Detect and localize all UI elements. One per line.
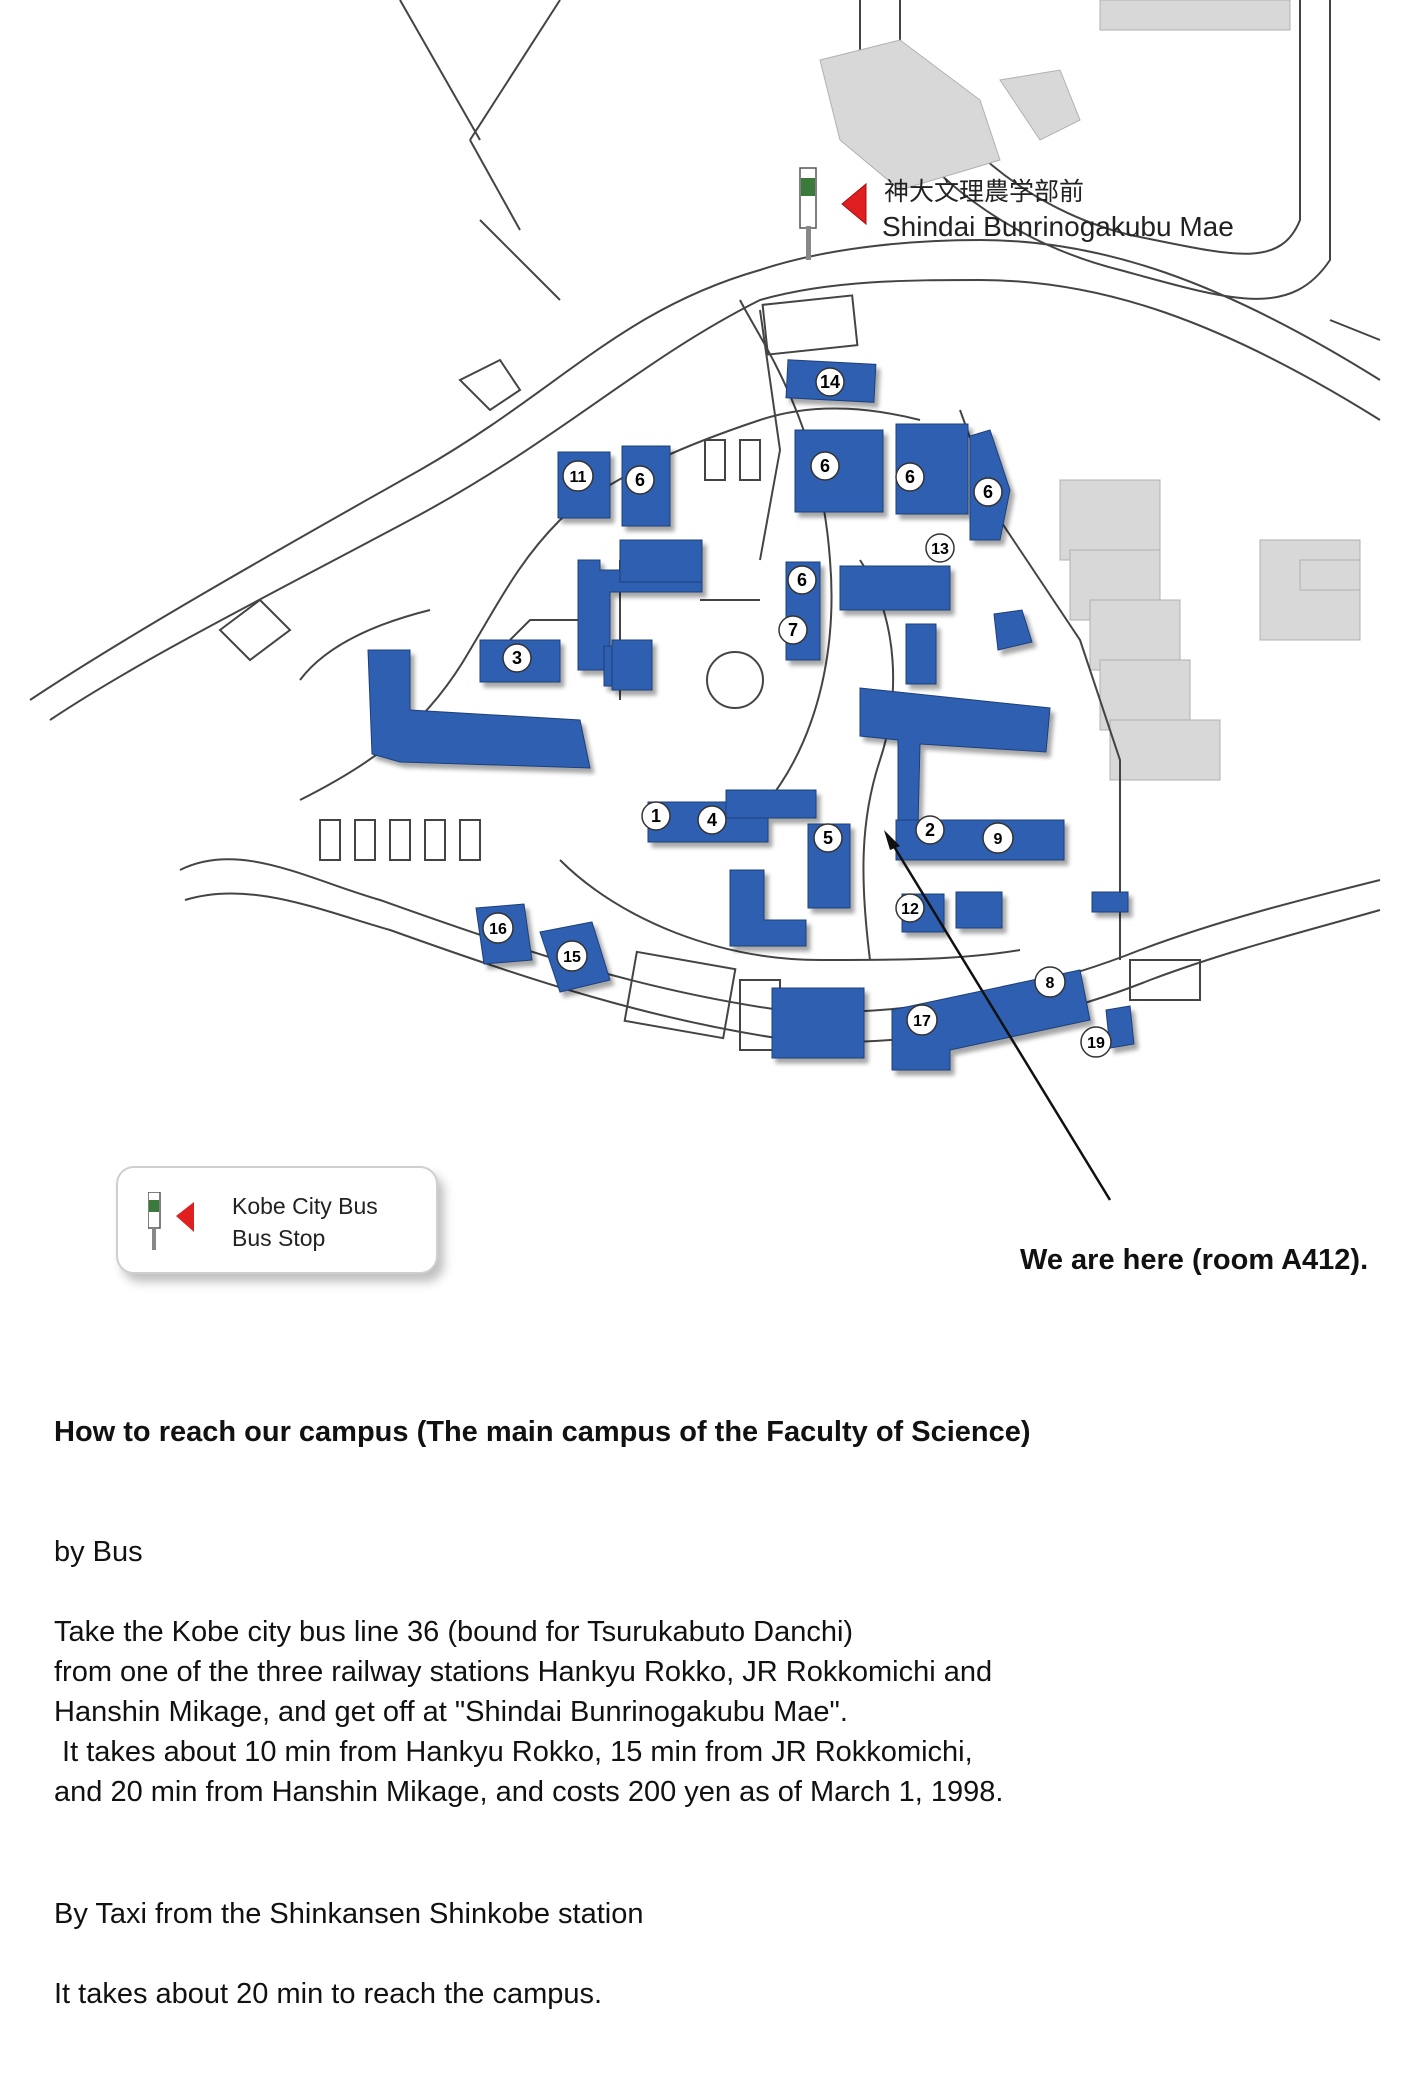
you-are-here-arrow	[884, 830, 1112, 1201]
bus-stop-label-en: Shindai Bunrinogakubu Mae	[882, 211, 1234, 242]
badge-18: 17	[906, 1004, 938, 1036]
bus-section-title: by Bus	[54, 1536, 143, 1568]
svg-text:3: 3	[512, 648, 522, 668]
taxi-section-title: By Taxi from the Shinkansen Shinkobe sta…	[54, 1898, 644, 1930]
badge-7: 6	[625, 465, 655, 495]
building-14	[839, 565, 951, 611]
svg-text:17: 17	[913, 1013, 931, 1030]
svg-text:1: 1	[651, 806, 661, 826]
bus-line-1: Take the Kobe city bus line 36 (bound fo…	[54, 1616, 854, 1648]
badge-9: 7	[778, 615, 808, 645]
svg-text:6: 6	[820, 456, 830, 476]
badge-11: 9	[982, 822, 1014, 854]
building-lab-a	[577, 559, 703, 671]
svg-text:12: 12	[901, 901, 919, 918]
badge-8: 6	[787, 565, 817, 595]
badge-16: 15	[556, 940, 588, 972]
badge-13: 12	[895, 893, 925, 923]
svg-text:7: 7	[788, 620, 798, 640]
building-lab-b	[619, 539, 703, 583]
building-badges: 14 6 6 6 11 6 13 6 7 3 1 4 5 2 9 12 16 1…	[482, 367, 1112, 1058]
building-east-a	[905, 623, 937, 685]
badge-6b: 6	[895, 462, 925, 492]
bus-line-3: Hanshin Mikage, and get off at "Shindai …	[54, 1696, 848, 1728]
badge-10: 8	[1034, 966, 1066, 998]
svg-text:2: 2	[925, 820, 935, 840]
badge-15: 14	[815, 367, 845, 397]
badge-6a: 6	[810, 451, 840, 481]
taxi-directions: It takes about 20 min to reach the campu…	[54, 1978, 603, 2010]
svg-text:6: 6	[797, 570, 807, 590]
badge-2: 2	[915, 815, 945, 845]
bus-line-4: It takes about 10 min from Hankyu Rokko,…	[54, 1736, 973, 1768]
building-3-wing	[367, 649, 591, 769]
badge-17: 16	[482, 912, 514, 944]
bus-line-2: from one of the three railway stations H…	[54, 1656, 993, 1688]
svg-text:9: 9	[994, 831, 1003, 848]
building-south	[729, 869, 807, 947]
streets	[29, 0, 1381, 1043]
svg-text:8: 8	[1046, 975, 1055, 992]
bus-stop-marker	[799, 167, 867, 260]
badge-19: 19	[1080, 1026, 1112, 1058]
svg-text:5: 5	[823, 828, 833, 848]
building-east-c	[993, 609, 1033, 651]
building-south-b	[771, 987, 865, 1059]
badge-6c: 6	[973, 477, 1003, 507]
bus-line-5: and 20 min from Hanshin Mikage, and cost…	[54, 1776, 1004, 1808]
building-east-b	[859, 687, 1051, 827]
page-heading: How to reach our campus (The main campus…	[54, 1416, 1031, 1448]
badge-12: 11	[562, 460, 594, 492]
svg-text:6: 6	[983, 482, 993, 502]
svg-text:19: 19	[1087, 1035, 1105, 1052]
building-13b	[955, 891, 1003, 929]
building-4b	[725, 789, 817, 819]
badge-3: 3	[502, 643, 532, 673]
svg-text:6: 6	[635, 470, 645, 490]
svg-text:4: 4	[707, 810, 717, 830]
map-legend: Kobe City Bus Bus Stop	[116, 1166, 438, 1274]
badge-14: 13	[925, 533, 955, 563]
building-6a	[794, 429, 884, 513]
neighbour-buildings	[819, 0, 1361, 781]
svg-text:11: 11	[570, 469, 587, 486]
badge-1: 1	[641, 801, 671, 831]
badge-5: 5	[813, 823, 843, 853]
svg-text:6: 6	[905, 467, 915, 487]
bus-directions: Take the Kobe city bus line 36 (bound fo…	[54, 1612, 1003, 1812]
campus-map: 14 6 6 6 11 6 13 6 7 3 1 4 5 2 9 12 16 1…	[29, 0, 1381, 1201]
svg-text:13: 13	[931, 541, 949, 558]
campus-buildings	[367, 359, 1135, 1071]
building-18-10	[891, 969, 1091, 1071]
building-east-small	[1091, 891, 1129, 913]
svg-text:15: 15	[563, 949, 581, 966]
svg-text:16: 16	[489, 921, 507, 938]
badge-4: 4	[697, 805, 727, 835]
svg-text:14: 14	[820, 372, 840, 392]
building-lab-d	[611, 639, 653, 691]
campus-paths	[218, 294, 1201, 1051]
legend-line-2: Bus Stop	[232, 1225, 326, 1251]
you-are-here-label: We are here (room A412).	[1020, 1244, 1369, 1276]
bus-stop-icon	[148, 1192, 194, 1250]
bus-stop-label-ja: 神大文理農学部前	[884, 177, 1084, 206]
legend-line-1: Kobe City Bus	[232, 1193, 378, 1219]
